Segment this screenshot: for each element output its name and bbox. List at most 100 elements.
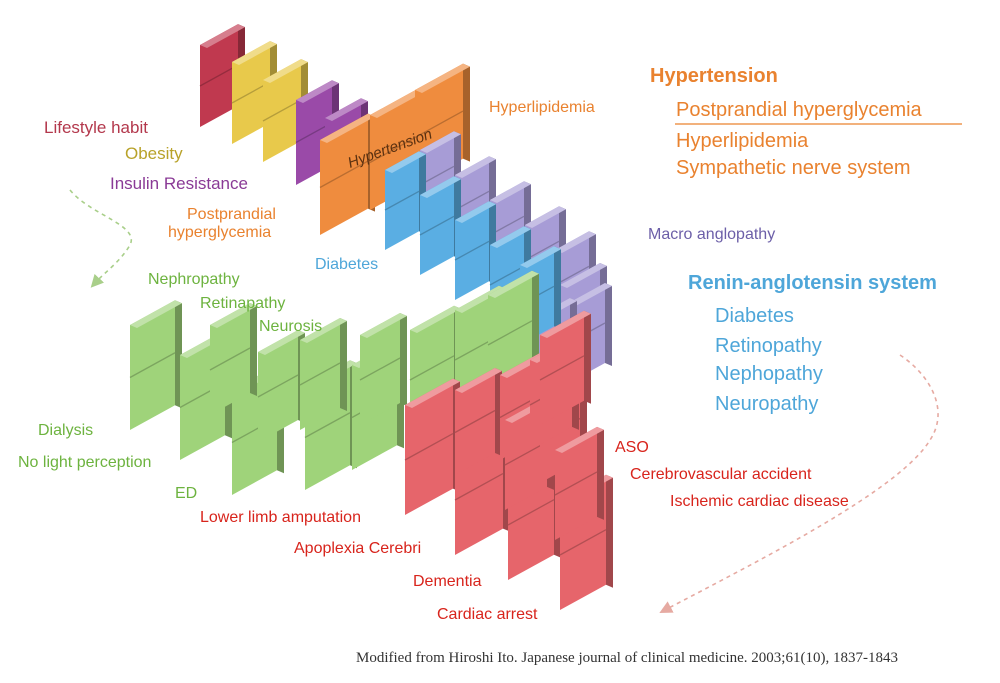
- block-green-seam: [209, 347, 251, 371]
- renin-item: Neuropathy: [715, 393, 819, 415]
- block-diabetes-top: [385, 151, 426, 173]
- block-hypertension-top: [370, 88, 425, 118]
- flow-arrow-left: [69, 189, 133, 288]
- label-neurosis: Neurosis: [259, 318, 323, 335]
- block-macro-top: [455, 156, 496, 178]
- block-green-seam: [487, 320, 533, 346]
- block-diabetes-top: [520, 246, 561, 268]
- block-lifestyle-seam: [199, 64, 239, 87]
- block-macro-top: [525, 206, 566, 228]
- label-ed: ED: [175, 485, 198, 502]
- block-green-top: [360, 313, 407, 338]
- block-green-seam: [299, 362, 341, 386]
- label-aso: ASO: [615, 439, 649, 456]
- hypertension-item: Postprandial hyperglycemia: [676, 99, 922, 121]
- block-red-seam: [554, 471, 598, 496]
- hypertension-item: Hyperlipidemia: [676, 130, 809, 152]
- block-green-top: [410, 305, 461, 333]
- flow-arrow-right: [659, 354, 939, 613]
- block-diabetes-seam: [454, 240, 490, 261]
- label-lower-limb-amputation: Lower limb amputation: [200, 509, 361, 526]
- block-diabetes-seam: [419, 215, 455, 236]
- block-red-seam: [454, 409, 496, 434]
- block-red-seam: [507, 499, 555, 526]
- label-lifestyle-habit: Lifestyle habit: [44, 118, 148, 137]
- block-red-side: [584, 310, 591, 404]
- block-lifestyle-top: [200, 24, 245, 48]
- label-dialysis: Dialysis: [38, 422, 94, 439]
- label-dementia: Dementia: [413, 573, 482, 590]
- label-obesity: Obesity: [125, 144, 183, 163]
- block-green-side: [532, 270, 539, 374]
- block-green-top: [488, 270, 539, 298]
- block-green-seam: [129, 352, 176, 379]
- block-green-seam: [359, 357, 401, 381]
- block-macro-top: [420, 131, 461, 153]
- citation: Modified from Hiroshi Ito. Japanese jour…: [356, 650, 898, 666]
- block-diabetes-seam: [384, 190, 420, 211]
- block-obesity-top: [263, 59, 308, 83]
- block-red-side: [597, 426, 604, 520]
- block-red-top: [540, 310, 591, 338]
- block-obesity-seam: [262, 99, 302, 122]
- renin-item: Nephopathy: [715, 363, 823, 385]
- block-insulin-top: [296, 80, 339, 103]
- block-red-seam: [404, 433, 454, 461]
- block-hypertension-seam: [414, 110, 464, 139]
- block-green-seam: [304, 412, 351, 439]
- block-diabetes-side: [554, 246, 561, 330]
- block-hypertension-top: [320, 113, 375, 143]
- label-cardiac-arrest: Cardiac arrest: [437, 606, 538, 623]
- block-diabetes-seam: [489, 265, 525, 286]
- label-diabetes: Diabetes: [315, 256, 379, 273]
- block-macro-top: [560, 263, 607, 288]
- block-macro-top: [555, 231, 596, 253]
- block-red-side: [606, 474, 613, 588]
- block-hypertension-side: [463, 63, 470, 162]
- hypertension-item: Sympathetic nerve system: [676, 157, 911, 179]
- block-diabetes-top: [420, 176, 461, 198]
- block-diabetes-top: [455, 201, 496, 223]
- block-red-seam: [539, 355, 585, 381]
- block-hypertension-seam: [369, 135, 419, 164]
- block-macro-side: [605, 283, 612, 366]
- renin-item: Retinopathy: [715, 335, 822, 357]
- renin-item: Diabetes: [715, 305, 794, 327]
- block-green-top: [210, 303, 257, 328]
- label-hyperlipidemia: Hyperlipidemia: [489, 99, 595, 116]
- block-red-seam: [454, 473, 504, 501]
- label-ischemic-cardiac-disease: Ischemic cardiac disease: [670, 493, 849, 510]
- block-green-top: [300, 318, 347, 343]
- block-green-top: [130, 300, 182, 328]
- label-macro-angiopathy: Macro anglopathy: [648, 226, 776, 243]
- label-apoplexia-cerebri: Apoplexia Cerebri: [294, 540, 422, 557]
- block-diabetes-top: [490, 226, 531, 248]
- label-postprandial-line1: Postprandial: [187, 206, 276, 223]
- block-green-side: [340, 318, 347, 411]
- block-green-top: [258, 330, 305, 355]
- label-retinapathy: Retinapathy: [200, 295, 286, 312]
- block-layer: [129, 24, 613, 610]
- hypertension-box-title: Hypertension: [650, 65, 778, 87]
- renin-box-title: Renin-anglotensin system: [688, 272, 937, 294]
- label-cerebrovascular-accident: Cerebrovascular accident: [630, 466, 812, 483]
- block-red-top: [405, 378, 460, 408]
- block-red-top: [555, 426, 604, 453]
- label-nephropathy: Nephropathy: [148, 271, 240, 288]
- block-hypertension-seam: [319, 160, 369, 189]
- block-insulin-top: [325, 98, 368, 121]
- block-red-top: [455, 368, 502, 393]
- label-postprandial-line2: hyperglycemia: [168, 224, 272, 241]
- block-green-side: [250, 303, 257, 396]
- block-hypertension-top: [415, 63, 470, 93]
- label-no-light-perception: No light perception: [18, 454, 152, 471]
- block-red-seam: [559, 529, 607, 556]
- label-insulin-resistance: Insulin Resistance: [110, 174, 248, 193]
- block-obesity-top: [232, 41, 277, 65]
- block-macro-top: [490, 181, 531, 203]
- block-green-seam: [257, 374, 299, 398]
- block-green-seam: [409, 355, 455, 381]
- block-green-side: [400, 313, 407, 406]
